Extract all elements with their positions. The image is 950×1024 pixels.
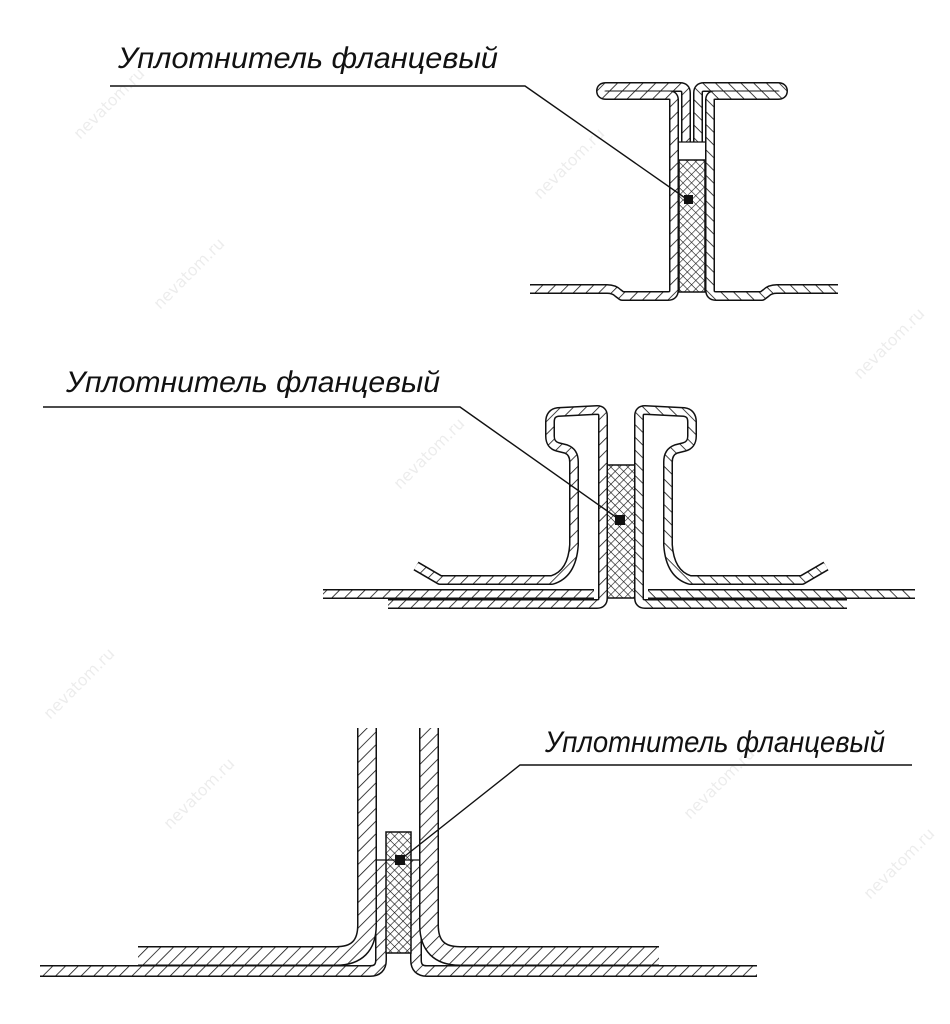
seal-3 xyxy=(385,831,412,954)
profile-left-1 xyxy=(530,82,691,301)
watermark-text: nevatom.ru xyxy=(69,64,148,143)
leader-dot-1 xyxy=(684,195,693,204)
leader-dot-2 xyxy=(615,515,625,525)
watermark-text: nevatom.ru xyxy=(849,304,928,383)
detail-3: Уплотнитель фланцевый xyxy=(40,726,912,977)
detail-1: Уплотнитель фланцевый xyxy=(110,42,838,301)
watermark-text: nevatom.ru xyxy=(149,234,228,313)
profile-right-2 xyxy=(634,405,915,609)
leader-line-1 xyxy=(110,85,689,201)
base-plates-3 xyxy=(40,860,757,977)
watermarks: nevatom.ru nevatom.ru nevatom.ru nevatom… xyxy=(39,64,938,903)
watermark-text: nevatom.ru xyxy=(39,644,118,723)
leader-dot-3 xyxy=(395,855,405,865)
seal-1 xyxy=(678,159,706,293)
watermark-text: nevatom.ru xyxy=(389,414,468,493)
profile-right-1 xyxy=(693,82,838,301)
profile-left-2 xyxy=(323,405,608,609)
leader-line-3 xyxy=(399,764,912,861)
leader-line-2 xyxy=(43,406,621,521)
seal-2 xyxy=(606,464,637,599)
flanges-3 xyxy=(138,728,659,966)
seal-label-2: Уплотнитель фланцевый xyxy=(65,366,440,399)
watermark-text: nevatom.ru xyxy=(159,754,238,833)
seal-label-1: Уплотнитель фланцевый xyxy=(117,42,498,75)
watermark-text: nevatom.ru xyxy=(859,824,938,903)
seal-label-3: Уплотнитель фланцевый xyxy=(544,726,885,759)
detail-2: Уплотнитель фланцевый xyxy=(43,366,915,609)
